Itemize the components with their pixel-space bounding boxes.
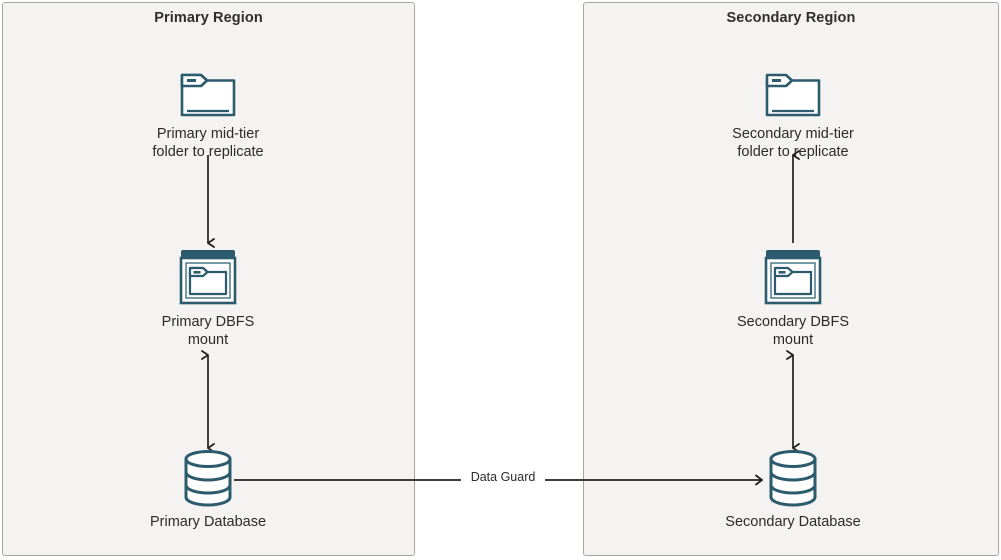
- dbfs-mount-icon-wrap: [88, 246, 328, 308]
- database-icon-wrap: [673, 446, 913, 508]
- node-label-primary-db: Primary Database: [149, 514, 267, 530]
- node-primary-folder: Primary mid-tier folder to replicate: [88, 58, 328, 161]
- dbfs-mount-icon-wrap: [673, 246, 913, 308]
- region-title-primary: Primary Region: [154, 10, 263, 26]
- node-secondary-db: Secondary Database: [673, 446, 913, 531]
- node-label-secondary-dbfs: Secondary DBFS mount: [736, 314, 850, 348]
- region-title-secondary: Secondary Region: [726, 10, 856, 26]
- folder-icon-wrap: [673, 58, 913, 120]
- dbfs-mount-icon: [764, 250, 822, 305]
- node-secondary-dbfs: Secondary DBFS mount: [673, 246, 913, 349]
- data-guard-link-label: Data Guard: [470, 470, 536, 484]
- database-icon: [769, 450, 817, 507]
- node-label-primary-folder: Primary mid-tier folder to replicate: [152, 126, 264, 160]
- database-icon: [184, 450, 232, 507]
- dbfs-mount-icon: [179, 250, 237, 305]
- node-secondary-folder: Secondary mid-tier folder to replicate: [673, 58, 913, 161]
- node-primary-dbfs: Primary DBFS mount: [88, 246, 328, 349]
- folder-icon: [765, 73, 821, 117]
- node-primary-db: Primary Database: [88, 446, 328, 531]
- database-icon-wrap: [88, 446, 328, 508]
- folder-icon-wrap: [88, 58, 328, 120]
- folder-icon: [180, 73, 236, 117]
- node-label-primary-dbfs: Primary DBFS mount: [161, 314, 255, 348]
- node-label-secondary-folder: Secondary mid-tier folder to replicate: [732, 126, 854, 160]
- node-label-secondary-db: Secondary Database: [725, 514, 861, 530]
